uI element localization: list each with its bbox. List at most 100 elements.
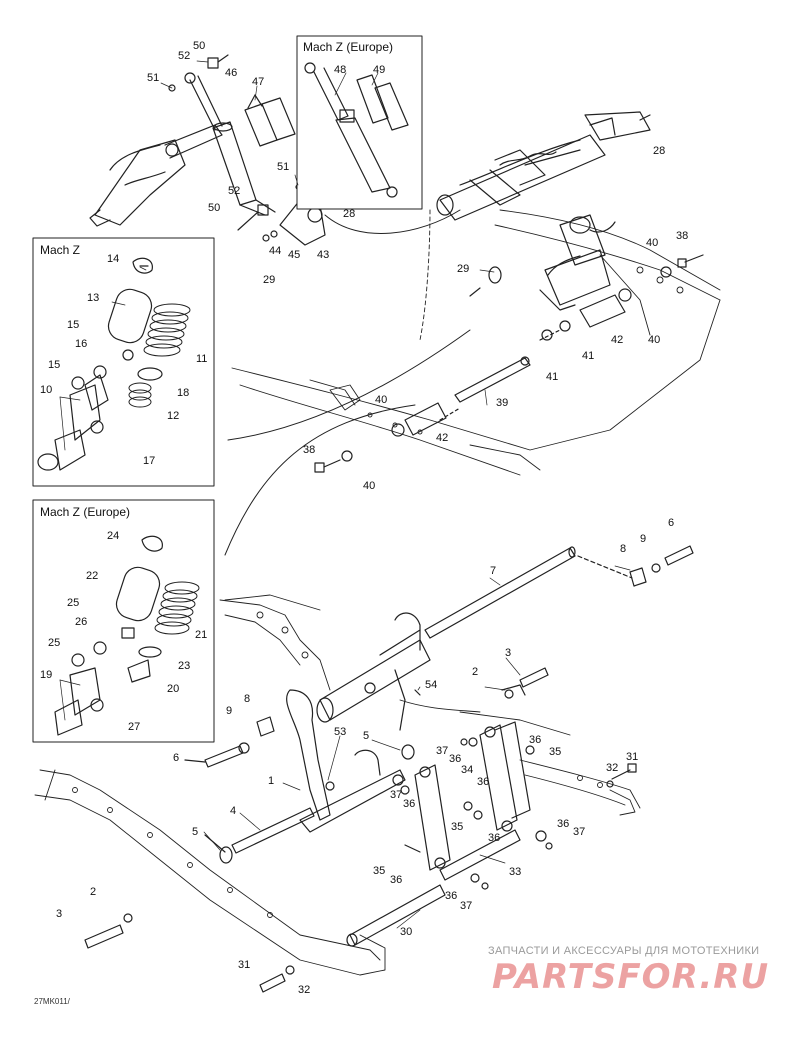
callout-53: 53 bbox=[334, 726, 347, 738]
callout-40: 40 bbox=[646, 237, 659, 249]
callout-28: 28 bbox=[343, 208, 356, 220]
callout-42: 42 bbox=[611, 334, 624, 346]
callout-36: 36 bbox=[477, 776, 490, 788]
rear-linkage-plates bbox=[346, 721, 553, 947]
diagram-code: 27MK011/ bbox=[34, 997, 70, 1006]
leader-lines bbox=[59, 60, 631, 929]
callout-51: 51 bbox=[277, 161, 290, 173]
callout-44: 44 bbox=[269, 245, 282, 257]
callout-8: 8 bbox=[244, 693, 251, 705]
callout-52: 52 bbox=[228, 185, 241, 197]
callout-49: 49 bbox=[373, 64, 386, 76]
pivot-arm-1 bbox=[286, 612, 431, 833]
callout-23: 23 bbox=[178, 660, 191, 672]
lower-axle-4 bbox=[204, 807, 315, 864]
callout-13: 13 bbox=[87, 292, 100, 304]
callout-48: 48 bbox=[334, 64, 347, 76]
callout-35: 35 bbox=[549, 746, 562, 758]
callout-50: 50 bbox=[208, 202, 221, 214]
front-shock-absorber-top bbox=[89, 54, 276, 227]
callout-37: 37 bbox=[460, 900, 473, 912]
callout-12: 12 bbox=[167, 410, 180, 422]
callout-40: 40 bbox=[648, 334, 661, 346]
callout-16: 16 bbox=[75, 338, 88, 350]
callout-54: 54 bbox=[425, 679, 438, 691]
callout-51: 51 bbox=[147, 72, 160, 84]
callout-9: 9 bbox=[226, 705, 233, 717]
callout-1: 1 bbox=[268, 775, 275, 787]
upper-fasteners bbox=[314, 254, 704, 473]
callout-8: 8 bbox=[620, 543, 627, 555]
watermark-tagline: ЗАПЧАСТИ И АКСЕССУАРЫ ДЛЯ МОТОТЕХНИКИ bbox=[488, 945, 760, 957]
callout-30: 30 bbox=[400, 926, 413, 938]
callout-28: 28 bbox=[653, 145, 666, 157]
callout-20: 20 bbox=[167, 683, 180, 695]
bottom-fasteners bbox=[84, 763, 637, 993]
callout-37: 37 bbox=[573, 826, 586, 838]
sleeve-47 bbox=[244, 94, 296, 147]
callout-36: 36 bbox=[403, 798, 416, 810]
callout-37: 37 bbox=[436, 745, 449, 757]
callout-37: 37 bbox=[390, 789, 403, 801]
upper-frame-rail bbox=[231, 209, 721, 476]
callout-3: 3 bbox=[505, 647, 512, 659]
callout-41: 41 bbox=[582, 350, 595, 362]
europe-shock-48 bbox=[304, 62, 398, 198]
callout-40: 40 bbox=[363, 480, 376, 492]
callout-36: 36 bbox=[529, 734, 542, 746]
callout-36: 36 bbox=[557, 818, 570, 830]
callout-52: 52 bbox=[178, 50, 191, 62]
callout-32: 32 bbox=[606, 762, 619, 774]
callout-32: 32 bbox=[298, 984, 311, 996]
callout-15: 15 bbox=[48, 359, 61, 371]
callout-24: 24 bbox=[107, 530, 120, 542]
right-axle-fasteners bbox=[401, 667, 549, 760]
callout-29: 29 bbox=[263, 274, 276, 286]
callout-26: 26 bbox=[75, 616, 88, 628]
callout-36: 36 bbox=[390, 874, 403, 886]
callout-31: 31 bbox=[238, 959, 251, 971]
callout-6: 6 bbox=[173, 752, 180, 764]
left-pivot-fasteners bbox=[184, 716, 275, 768]
callout-11: 11 bbox=[196, 353, 208, 365]
callout-38: 38 bbox=[303, 444, 316, 456]
callout-40: 40 bbox=[375, 394, 388, 406]
callout-2: 2 bbox=[90, 886, 97, 898]
callout-36: 36 bbox=[488, 832, 501, 844]
callout-15: 15 bbox=[67, 319, 80, 331]
callout-36: 36 bbox=[445, 890, 458, 902]
main-shaft-7 bbox=[424, 545, 694, 639]
callout-6: 6 bbox=[668, 517, 675, 529]
callout-39: 39 bbox=[496, 397, 509, 409]
callout-46: 46 bbox=[225, 67, 238, 79]
callout-27: 27 bbox=[128, 721, 141, 733]
rear-upper-arm-assembly bbox=[436, 111, 651, 221]
callout-18: 18 bbox=[177, 387, 190, 399]
callout-7: 7 bbox=[490, 565, 497, 577]
callout-21: 21 bbox=[195, 629, 208, 641]
callout-9: 9 bbox=[640, 533, 647, 545]
front-arm-frame bbox=[219, 594, 571, 736]
rear-shock-absorber bbox=[539, 214, 616, 311]
callout-3: 3 bbox=[56, 908, 63, 920]
callout-25: 25 bbox=[48, 637, 61, 649]
lower-frame-rail bbox=[34, 769, 386, 976]
europe-sleeve-49 bbox=[356, 74, 409, 131]
callout-38: 38 bbox=[676, 230, 689, 242]
inset-title-top-europe: Mach Z (Europe) bbox=[303, 40, 394, 54]
callout-2: 2 bbox=[472, 666, 479, 678]
callout-36: 36 bbox=[449, 753, 462, 765]
inset-title-left-europe: Mach Z (Europe) bbox=[40, 505, 131, 519]
watermark-logo: PARTSFOR.RU bbox=[492, 957, 770, 997]
callout-45: 45 bbox=[288, 249, 301, 261]
callout-4: 4 bbox=[230, 805, 237, 817]
europe-spring-kit bbox=[54, 535, 200, 736]
callout-50: 50 bbox=[193, 40, 206, 52]
inset-title-mach-z: Mach Z bbox=[40, 243, 81, 257]
rear-right-rail bbox=[519, 759, 641, 816]
callout-29: 29 bbox=[457, 263, 470, 275]
callout-22: 22 bbox=[86, 570, 99, 582]
callout-41: 41 bbox=[546, 371, 559, 383]
